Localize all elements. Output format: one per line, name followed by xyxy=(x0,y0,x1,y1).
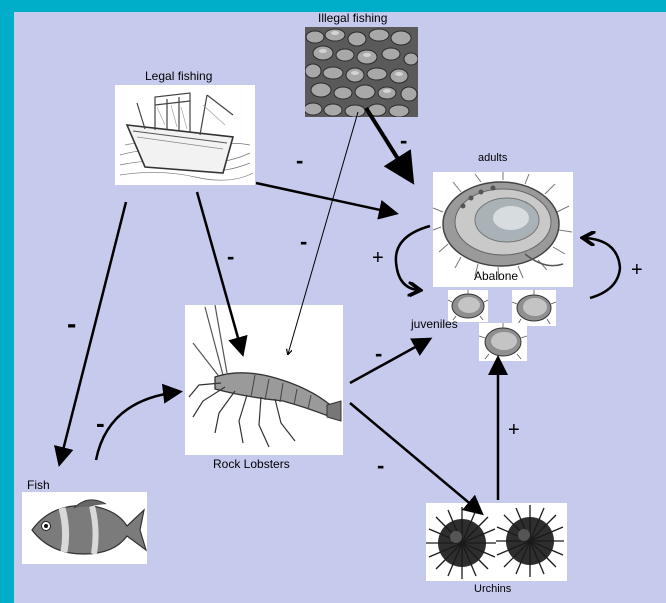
label-juveniles: juveniles xyxy=(411,317,458,331)
arrow-legal-to-lobster xyxy=(197,192,242,352)
label-legal-fishing: Legal fishing xyxy=(145,69,212,83)
label-adults: adults xyxy=(478,152,507,164)
sign-urchins-to-juveniles: + xyxy=(508,420,520,440)
label-urchins: Urchins xyxy=(474,583,511,595)
arrow-juveniles-to-adults xyxy=(585,238,620,298)
label-rock-lobsters: Rock Lobsters xyxy=(213,457,290,471)
label-fish: Fish xyxy=(27,478,50,492)
sign-legal-to-fish: - xyxy=(67,310,76,338)
sign-legal-to-lobster: - xyxy=(227,246,234,268)
sign-lobster-to-urchins: - xyxy=(377,455,384,477)
sign-illegal-to-abalone: - xyxy=(400,130,407,152)
sign-lobster-to-juveniles: - xyxy=(375,343,382,365)
arrow-lobster-to-juveniles xyxy=(350,340,428,383)
arrow-lobster-to-urchins xyxy=(350,403,480,512)
sign-illegal-to-lobster: - xyxy=(300,231,307,253)
label-abalone: Abalone xyxy=(474,269,518,283)
arrow-legal-to-abalone xyxy=(256,183,394,213)
sign-legal-to-abalone: - xyxy=(296,150,303,172)
sign-fish-to-lobster: - xyxy=(96,410,105,436)
sign-adults-to-juveniles: + xyxy=(372,248,384,268)
label-illegal-fishing: Illegal fishing xyxy=(318,11,387,25)
arrow-adults-to-juveniles xyxy=(396,226,430,290)
arrow-fish-to-lobster xyxy=(96,392,178,460)
sign-juveniles-to-adults: + xyxy=(631,260,643,280)
